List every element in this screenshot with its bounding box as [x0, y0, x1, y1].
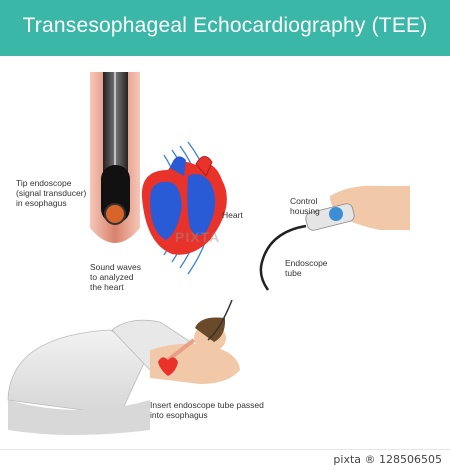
heart-diagram: [141, 156, 227, 255]
label-control-housing: Control housing: [290, 196, 320, 216]
esophagus-section: [90, 72, 140, 243]
page-title: Transesophageal Echocardiography (TEE): [22, 14, 428, 37]
label-tip-endoscope: Tip endoscope (signal transducer) in eso…: [16, 178, 87, 208]
stock-footer: pixta ® 128506505: [0, 449, 450, 470]
label-sound-waves: Sound waves to analyzed the heart: [90, 262, 142, 292]
watermark: PIXTA: [175, 229, 221, 245]
label-insert-tube: Insert endoscope tube passed into esopha…: [150, 400, 264, 420]
label-endoscope-tube: Endoscope tube: [285, 258, 328, 278]
control-housing-hand: [259, 185, 410, 291]
tee-illustration: [7, 72, 410, 435]
title-banner: Transesophageal Echocardiography (TEE): [0, 0, 450, 56]
patient-figure: [7, 299, 240, 435]
label-heart: Heart: [222, 210, 243, 220]
stock-id: pixta ® 128506505: [333, 453, 442, 466]
